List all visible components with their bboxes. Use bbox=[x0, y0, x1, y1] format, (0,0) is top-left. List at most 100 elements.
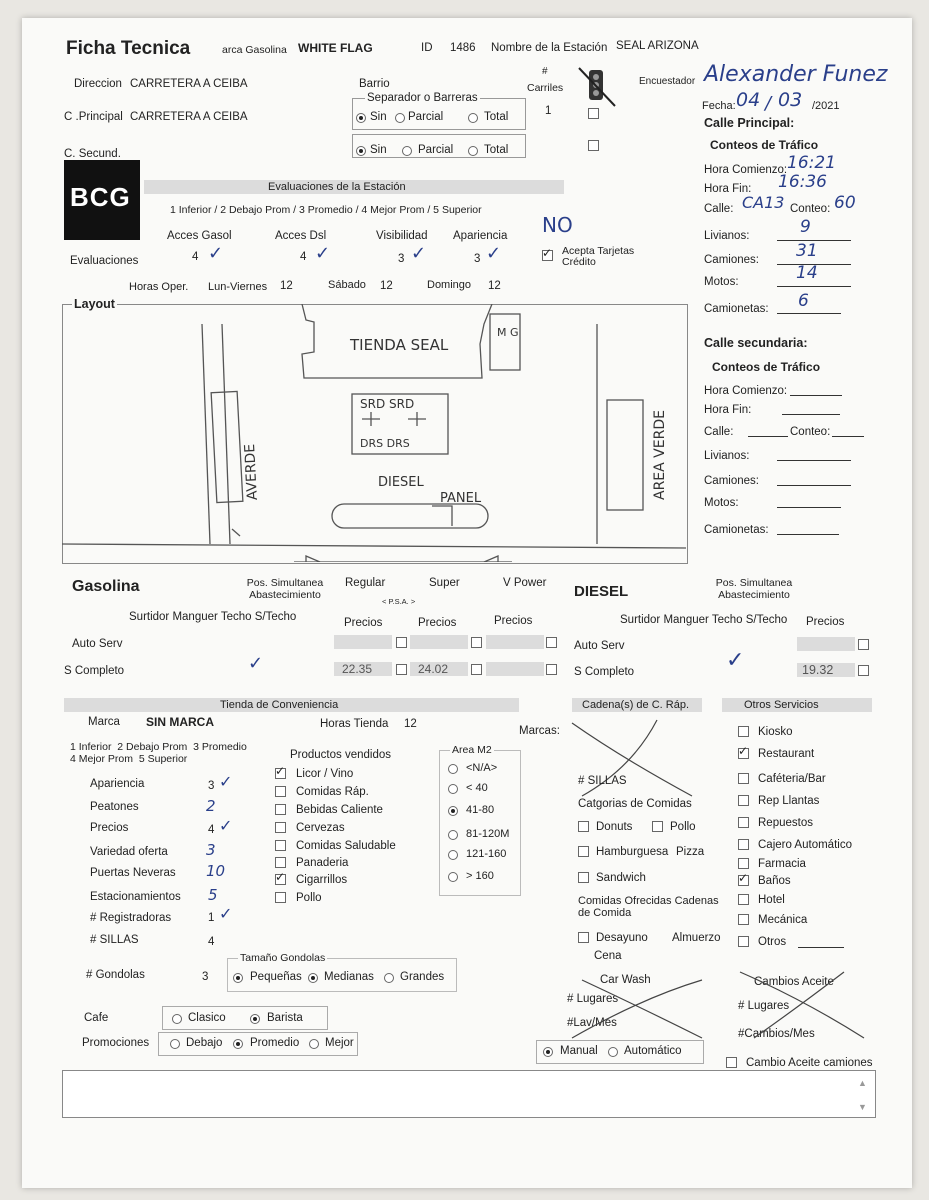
area-lt40-radio[interactable] bbox=[448, 784, 458, 794]
diesel-completo-check-box[interactable] bbox=[858, 665, 869, 676]
sec-camiones-line[interactable] bbox=[777, 485, 851, 486]
scroll-down-icon[interactable]: ▼ bbox=[858, 1102, 867, 1112]
kiosko-check[interactable] bbox=[738, 726, 749, 737]
sep1-parcial-radio[interactable] bbox=[395, 113, 405, 123]
vpower-auto-check[interactable] bbox=[546, 637, 557, 648]
acces-gasol-value[interactable]: 4 bbox=[192, 251, 199, 263]
nombre-value[interactable]: SEAL ARIZONA bbox=[616, 40, 699, 52]
sec-hora-fin-line[interactable] bbox=[782, 414, 840, 415]
diesel-completo-field[interactable] bbox=[797, 663, 855, 677]
sep1-total-radio[interactable] bbox=[468, 113, 478, 123]
debajo-radio[interactable] bbox=[170, 1039, 180, 1049]
grandes-radio[interactable] bbox=[384, 973, 394, 983]
area-121-160-radio[interactable] bbox=[448, 850, 458, 860]
cajero-check[interactable] bbox=[738, 839, 749, 850]
carriles-value[interactable]: 1 bbox=[545, 105, 552, 117]
fecha-month[interactable]: 03 bbox=[778, 89, 803, 111]
marca-value[interactable]: WHITE FLAG bbox=[298, 41, 373, 55]
rating-estacionamientos-value[interactable]: 5 bbox=[208, 886, 218, 904]
area-gt160-radio[interactable] bbox=[448, 872, 458, 882]
pequenas-radio[interactable] bbox=[233, 973, 243, 983]
id-value[interactable]: 1486 bbox=[450, 42, 476, 54]
otros-check[interactable] bbox=[738, 936, 749, 947]
mecanica-check[interactable] bbox=[738, 914, 749, 925]
rep-llantas-check[interactable] bbox=[738, 795, 749, 806]
clasico-radio[interactable] bbox=[172, 1014, 182, 1024]
fecha-day[interactable]: 04 bbox=[736, 89, 761, 111]
traffic-light-check-1[interactable] bbox=[588, 108, 599, 119]
cambio-camiones-check[interactable] bbox=[726, 1057, 737, 1068]
sep2-parcial-radio[interactable] bbox=[402, 146, 412, 156]
area-81-120-radio[interactable] bbox=[448, 830, 458, 840]
vpower-completo-check[interactable] bbox=[546, 664, 557, 675]
regular-price[interactable]: 22.35 bbox=[342, 662, 373, 676]
promedio-radio[interactable] bbox=[233, 1039, 243, 1049]
vpower-auto-field[interactable] bbox=[486, 635, 544, 649]
area-41-80-radio[interactable] bbox=[448, 806, 458, 816]
diesel-auto-check[interactable] bbox=[858, 639, 869, 650]
banos-check[interactable] bbox=[738, 871, 749, 886]
super-completo-field[interactable] bbox=[410, 662, 468, 676]
desayuno-check[interactable] bbox=[578, 932, 589, 943]
tienda-horas-value[interactable]: 12 bbox=[404, 718, 417, 730]
sandwich-check[interactable] bbox=[578, 872, 589, 883]
motos-value[interactable]: 14 bbox=[796, 263, 818, 283]
producto-comidas-rap-check[interactable] bbox=[275, 786, 286, 797]
lun-value[interactable]: 12 bbox=[280, 280, 293, 292]
livianos-value[interactable]: 9 bbox=[800, 217, 811, 237]
medianas-radio[interactable] bbox=[308, 973, 318, 983]
principal-value[interactable]: CARRETERA A CEIBA bbox=[130, 111, 248, 123]
encuestador-value[interactable]: Alexander Funez bbox=[704, 62, 888, 87]
rating-registradoras-value[interactable]: 1 bbox=[208, 912, 215, 924]
scroll-up-icon[interactable]: ▲ bbox=[858, 1078, 867, 1088]
hamburguesa-check[interactable] bbox=[578, 846, 589, 857]
producto-licor-check[interactable] bbox=[275, 764, 286, 779]
sec-hora-comienzo-line[interactable] bbox=[790, 395, 842, 396]
diesel-price[interactable]: 19.32 bbox=[802, 663, 834, 677]
calle-value[interactable]: CA13 bbox=[742, 193, 785, 212]
rating-sillas-value[interactable]: 4 bbox=[208, 936, 215, 948]
camionetas-value[interactable]: 6 bbox=[798, 291, 809, 311]
diesel-auto-field[interactable] bbox=[797, 637, 855, 651]
pollo-check[interactable] bbox=[652, 821, 663, 832]
farmacia-check[interactable] bbox=[738, 858, 749, 869]
hotel-check[interactable] bbox=[738, 894, 749, 905]
sep2-sin-radio[interactable] bbox=[356, 146, 366, 156]
cafeteria-check[interactable] bbox=[738, 773, 749, 784]
conteo-value[interactable]: 60 bbox=[834, 193, 856, 213]
tarjetas-checkbox[interactable] bbox=[542, 246, 553, 261]
acces-dsl-value[interactable]: 4 bbox=[300, 251, 307, 263]
regular-completo-field[interactable] bbox=[334, 662, 392, 676]
tienda-marca-value[interactable]: SIN MARCA bbox=[146, 715, 214, 729]
camiones-value[interactable]: 31 bbox=[796, 241, 818, 261]
sep1-sin-radio[interactable] bbox=[356, 113, 366, 123]
donuts-check[interactable] bbox=[578, 821, 589, 832]
dom-value[interactable]: 12 bbox=[488, 280, 501, 292]
producto-saludable-check[interactable] bbox=[275, 840, 286, 851]
hora-fin-value[interactable]: 16:36 bbox=[778, 172, 827, 192]
area-na-radio[interactable] bbox=[448, 764, 458, 774]
sec-camionetas-line[interactable] bbox=[777, 534, 839, 535]
sec-livianos-line[interactable] bbox=[777, 460, 851, 461]
regular-completo-check[interactable] bbox=[396, 664, 407, 675]
traffic-light-check-2[interactable] bbox=[588, 140, 599, 151]
rating-precios-value[interactable]: 4 bbox=[208, 824, 215, 836]
automatico-radio[interactable] bbox=[608, 1047, 618, 1057]
otros-line[interactable] bbox=[798, 947, 844, 948]
super-auto-field[interactable] bbox=[410, 635, 468, 649]
sab-value[interactable]: 12 bbox=[380, 280, 393, 292]
producto-bebidas-check[interactable] bbox=[275, 804, 286, 815]
regular-auto-field[interactable] bbox=[334, 635, 392, 649]
producto-pollo-check[interactable] bbox=[275, 892, 286, 903]
rating-neveras-value[interactable]: 10 bbox=[206, 862, 226, 880]
producto-panaderia-check[interactable] bbox=[275, 857, 286, 868]
sec-conteo-line[interactable] bbox=[832, 436, 864, 437]
producto-cervezas-check[interactable] bbox=[275, 822, 286, 833]
vpower-completo-field[interactable] bbox=[486, 662, 544, 676]
super-price[interactable]: 24.02 bbox=[418, 662, 449, 676]
sec-motos-line[interactable] bbox=[777, 507, 841, 508]
gondolas-value[interactable]: 3 bbox=[202, 971, 209, 983]
rating-peatones-value[interactable]: 2 bbox=[206, 797, 216, 815]
barista-radio[interactable] bbox=[250, 1014, 260, 1024]
rating-apariencia-value[interactable]: 3 bbox=[208, 780, 215, 792]
